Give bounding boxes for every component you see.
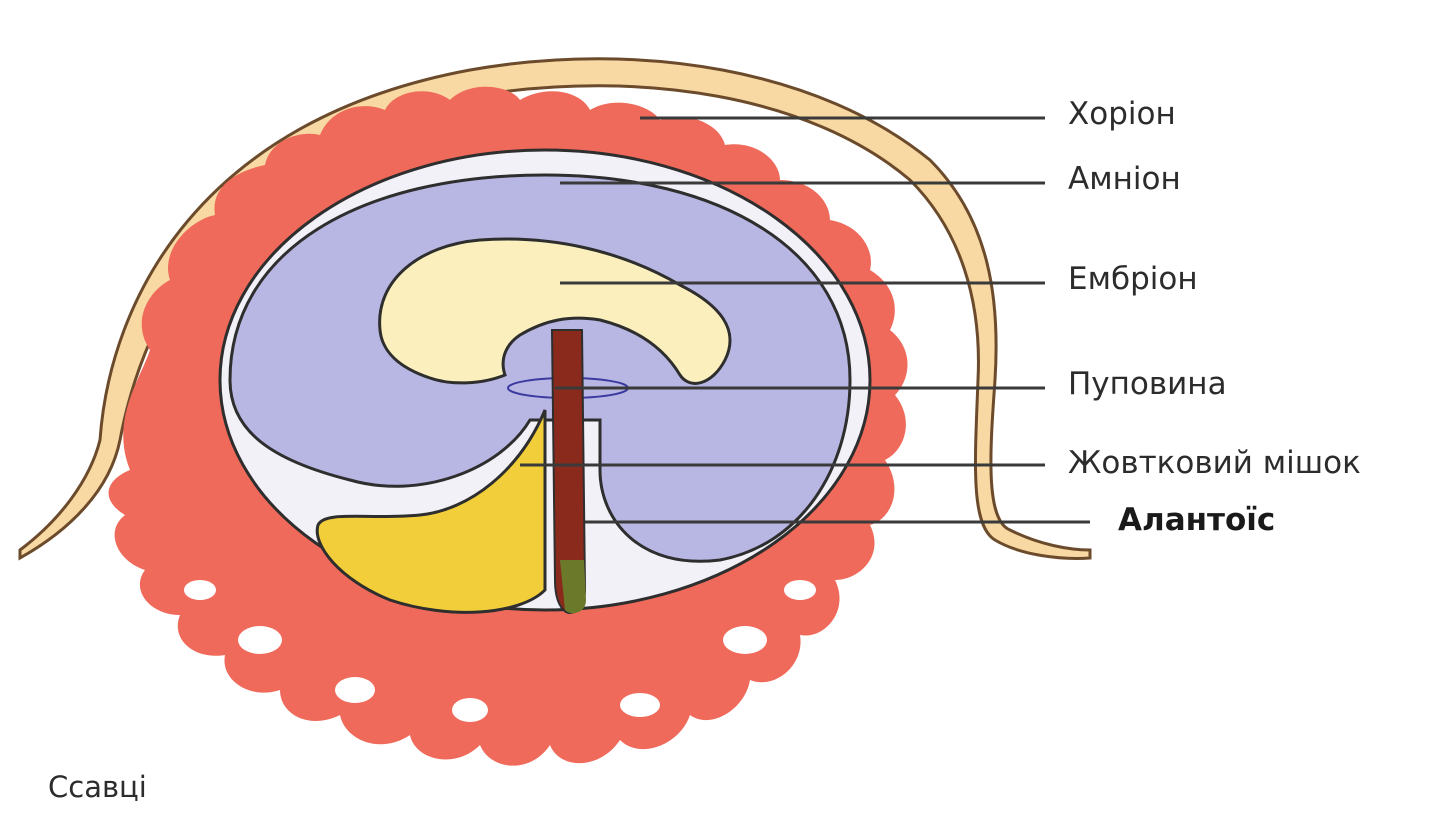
label-yolk-sac: Жовтковий мішок — [1068, 448, 1361, 479]
label-embryo: Ембріон — [1068, 264, 1198, 295]
label-amnion: Амніон — [1068, 164, 1181, 195]
caption-mammals: Ссавці — [48, 770, 147, 804]
label-umbilical-cord: Пуповина — [1068, 369, 1227, 400]
label-allantois: Алантоїс — [1118, 505, 1275, 536]
label-chorion: Хоріон — [1068, 99, 1176, 130]
